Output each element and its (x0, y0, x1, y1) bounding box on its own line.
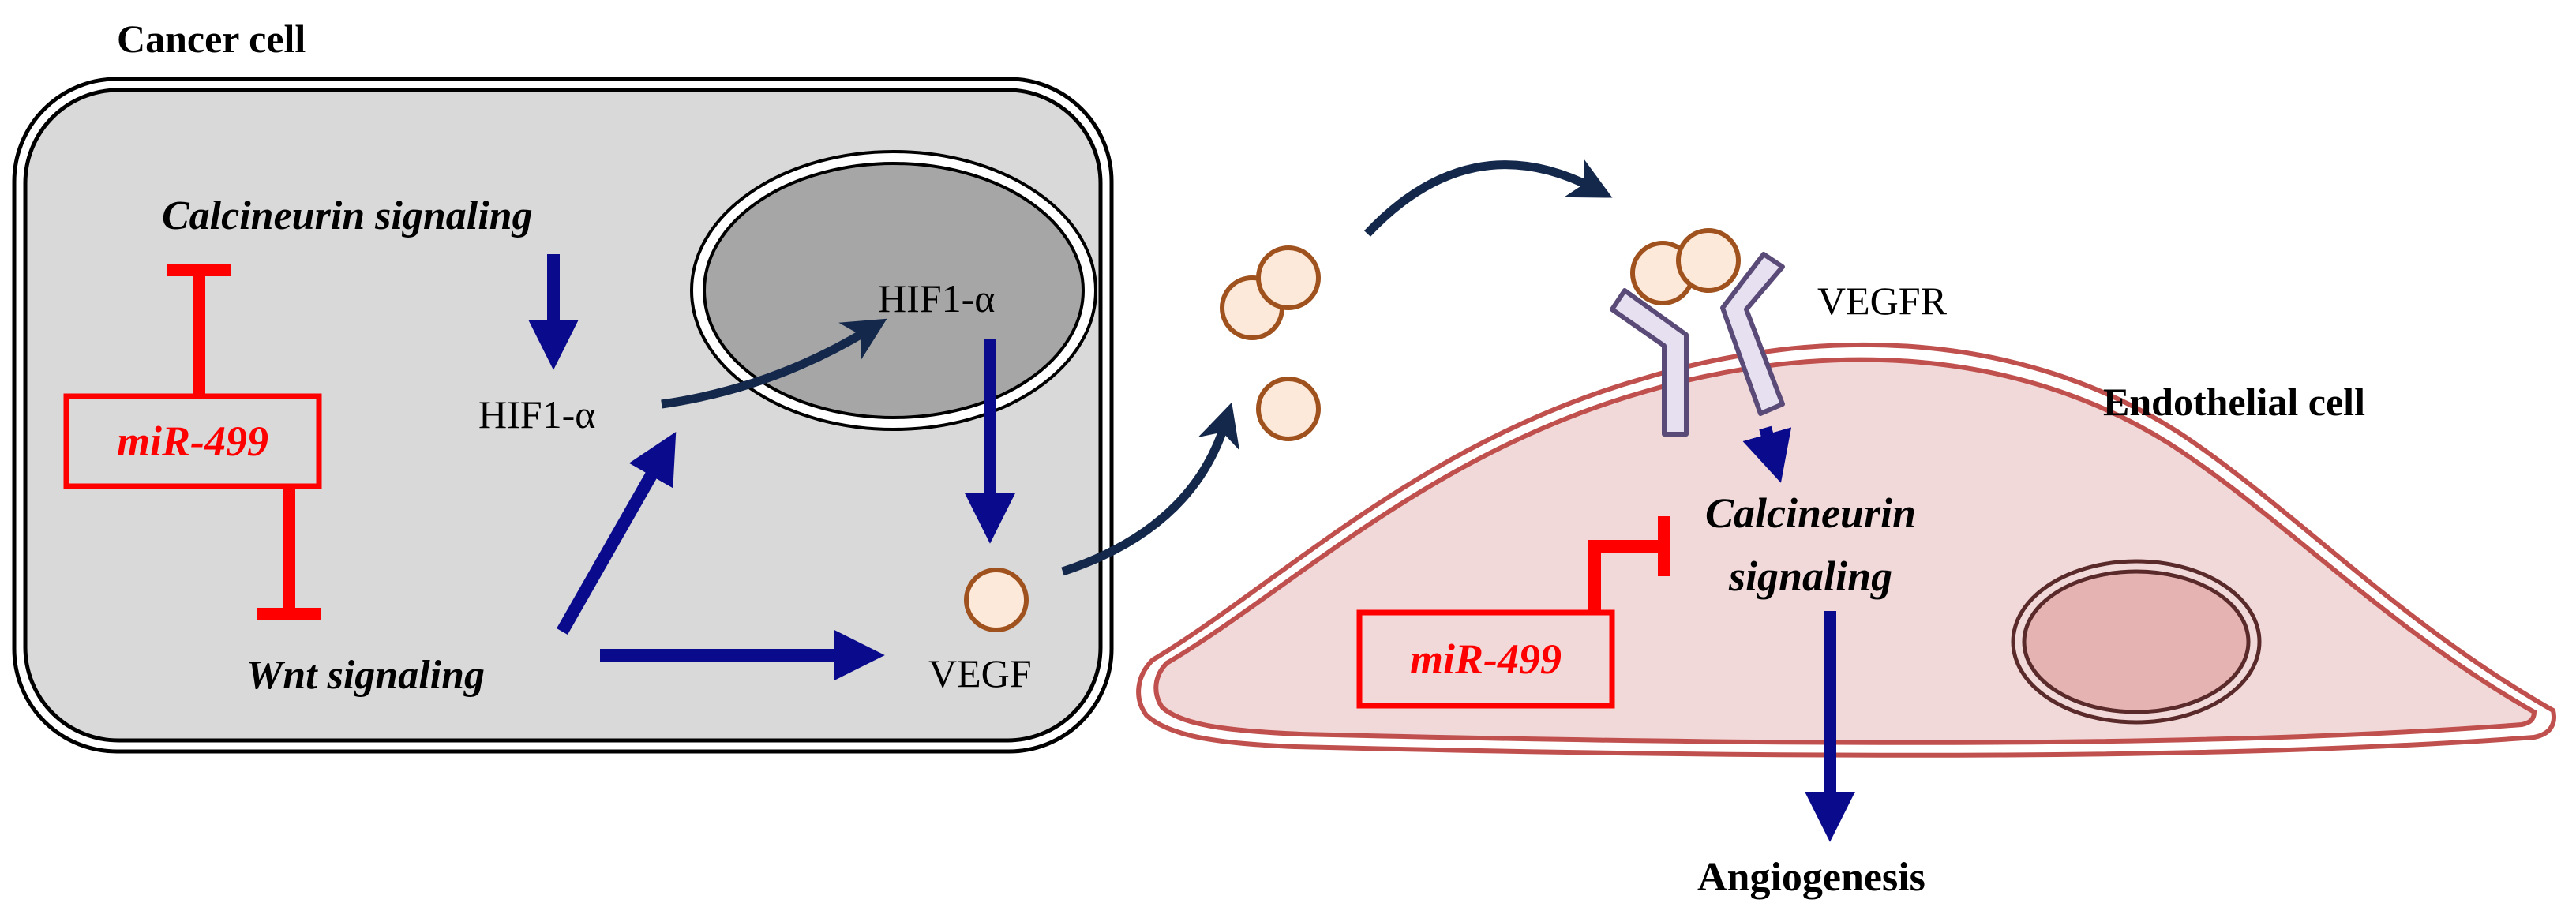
endothelial-cell-title: Endothelial cell (2103, 380, 2365, 424)
mir499-cancer: miR-499 (63, 393, 322, 489)
endothelial-nucleus-inner (2022, 569, 2251, 714)
vegfr-left-arm (1610, 288, 1689, 437)
mir499-endo: miR-499 (1356, 609, 1615, 709)
arrow-vegf-secretion (1061, 402, 1239, 576)
arrow-hif-into-nucleus (661, 318, 887, 409)
vegf-molecule (1256, 377, 1321, 441)
angiogenesis-label: Angiogenesis (1697, 855, 1925, 900)
arrow-vegf-to-receptor (1363, 158, 1613, 237)
vegfr-right-arm (1720, 252, 1785, 416)
hif1a-cytoplasm-label: HIF1-α (478, 392, 595, 437)
calcineurin-endo-line2: signaling (1728, 553, 1892, 600)
arrow-vegfr-to-calcineurin (1742, 425, 1792, 483)
endothelial-membrane-outer (1136, 342, 2556, 758)
vegf-bound (1630, 228, 1741, 305)
mir499-endo-label: miR-499 (1410, 635, 1562, 683)
inhibition-wnt (257, 488, 321, 620)
vegf-bound-molecule (1676, 228, 1741, 293)
mir499-cancer-label: miR-499 (117, 418, 268, 465)
calcineurin-signaling-label: Calcineurin signaling (162, 193, 533, 238)
vegf-molecules (964, 245, 1321, 632)
calcineurin-endo-line1: Calcineurin (1705, 489, 1916, 537)
vegfr-label: VEGFR (1817, 279, 1948, 323)
endothelial-nucleus-outer (2011, 559, 2262, 725)
inhibition-calcineurin (167, 264, 231, 395)
cancer-cell-title: Cancer cell (117, 17, 306, 61)
endothelial-nucleus (2011, 559, 2262, 725)
inhibition-endo-calcineurin (1588, 516, 1670, 613)
mir499-cancer-box (63, 393, 322, 489)
vegf-label: VEGF (928, 651, 1032, 695)
hif1a-nucleus-label: HIF1-α (878, 276, 995, 320)
vegf-molecule (964, 568, 1029, 632)
vegfr-receptor (1610, 252, 1785, 437)
cancer-cell-membrane-outer (12, 77, 1114, 754)
arrow-wnt-to-hif (557, 431, 677, 635)
wnt-signaling-label: Wnt signaling (246, 653, 485, 698)
mir499-endo-box (1356, 609, 1615, 709)
vegf-molecule (1256, 245, 1321, 310)
